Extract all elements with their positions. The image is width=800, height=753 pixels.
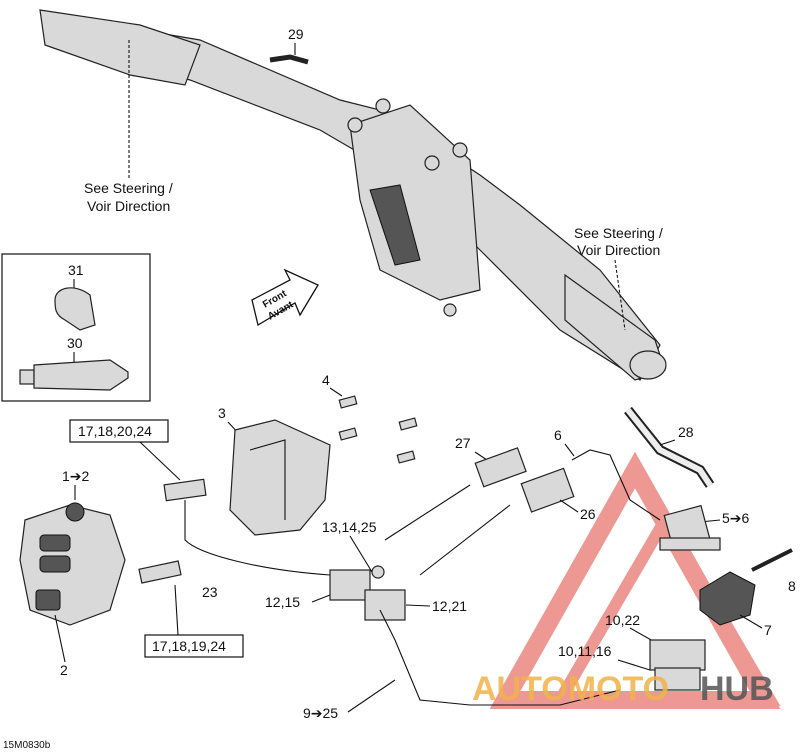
label-28: 28 xyxy=(678,424,694,440)
part-4-screws xyxy=(338,395,418,464)
handlebar xyxy=(39,9,667,381)
label-10-22: 10,22 xyxy=(605,612,640,628)
part-26-connector xyxy=(520,467,575,513)
callout-box-top xyxy=(69,419,169,443)
label-13-14-25: 13,14,25 xyxy=(322,519,377,535)
part-30-tube xyxy=(19,359,129,391)
part-27-connector xyxy=(474,447,527,488)
label-3: 3 xyxy=(218,405,226,421)
label-4: 4 xyxy=(322,372,330,388)
watermark-text-b: HUB xyxy=(700,670,774,708)
label-10-11-16: 10,11,16 xyxy=(558,643,612,659)
connector-bottom xyxy=(138,560,182,584)
label-box-top: 17,18,20,24 xyxy=(78,423,152,439)
part-3-housing xyxy=(229,419,331,536)
front-arrow: Front Avant xyxy=(251,268,319,327)
see-steering-left-line1: See Steering / xyxy=(84,180,173,196)
watermark-text-a: AUTOMOTO xyxy=(472,670,669,708)
part-10-connector xyxy=(649,639,706,691)
watermark-text: AUTOMOTO HUB xyxy=(472,670,774,708)
label-1-2: 1➔2 xyxy=(62,468,90,484)
lower-harness xyxy=(379,609,621,706)
switch-block xyxy=(329,565,406,621)
label-box-bottom: 17,18,19,24 xyxy=(152,638,226,654)
label-12-15: 12,15 xyxy=(265,594,300,610)
part-5-throttle xyxy=(659,504,721,551)
wire-harness-23 xyxy=(184,500,381,576)
part-8-pin xyxy=(751,548,793,572)
label-31: 31 xyxy=(68,262,84,278)
label-12-21: 12,21 xyxy=(432,598,467,614)
left-control-switch xyxy=(19,502,126,626)
callout-box-bottom xyxy=(144,634,244,658)
label-29: 29 xyxy=(288,26,304,42)
see-steering-right-line2: Voir Direction xyxy=(577,242,660,258)
label-9-25: 9➔25 xyxy=(303,705,338,721)
label-27: 27 xyxy=(455,435,471,451)
connector-top xyxy=(163,478,207,502)
part-31-clip xyxy=(54,287,96,331)
label-7: 7 xyxy=(764,622,772,638)
label-5-6: 5➔6 xyxy=(722,510,750,526)
diagram-code: 15M0830b xyxy=(3,740,51,751)
part-7-cap xyxy=(699,571,756,626)
label-6: 6 xyxy=(554,427,562,443)
label-8: 8 xyxy=(788,578,796,594)
label-2: 2 xyxy=(60,662,68,678)
see-steering-right-line1: See Steering / xyxy=(574,225,663,241)
label-23: 23 xyxy=(202,584,218,600)
see-steering-left-line2: Voir Direction xyxy=(87,198,170,214)
part-29-hose xyxy=(269,54,309,65)
label-30: 30 xyxy=(67,335,83,351)
label-26: 26 xyxy=(580,506,596,522)
